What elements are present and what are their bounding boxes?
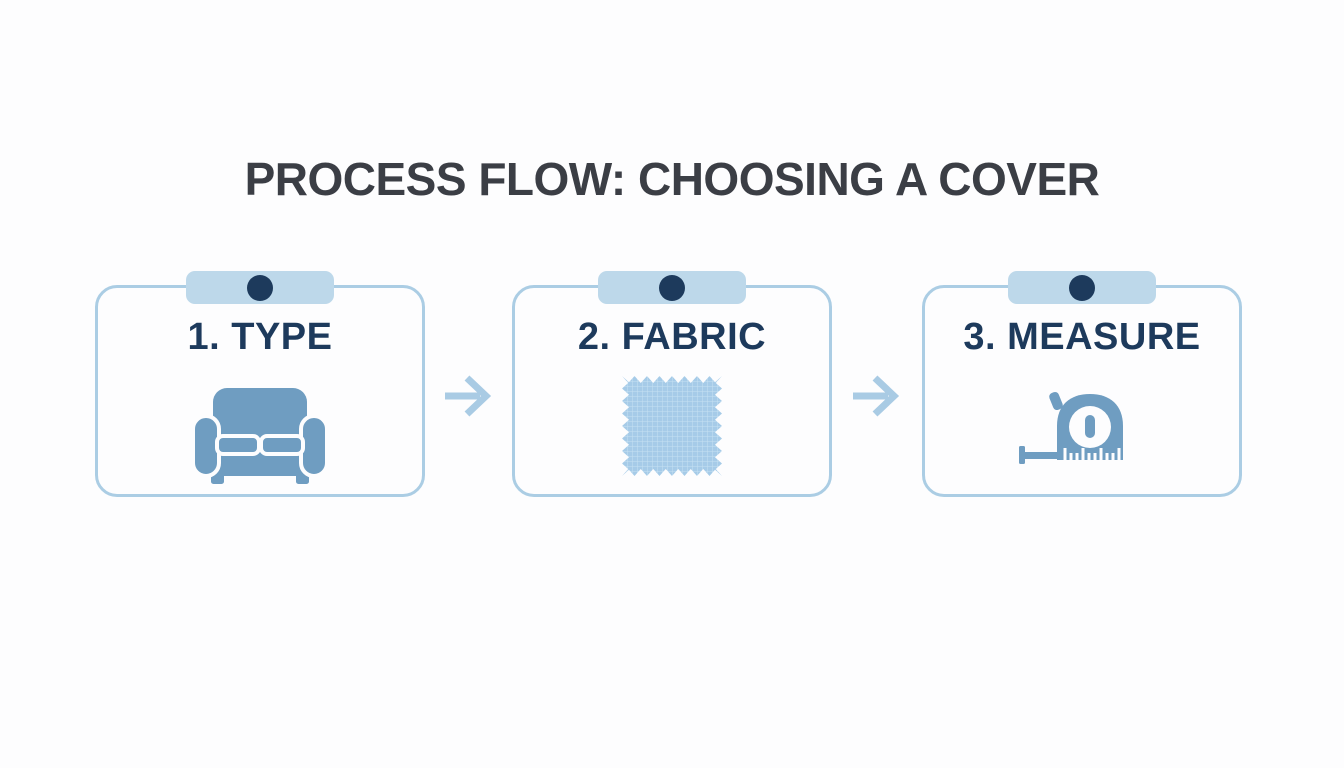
card-clip-tab [598, 271, 746, 304]
clip-dot [1069, 274, 1095, 301]
page-title: PROCESS FLOW: CHOOSING A COVER [244, 153, 1100, 205]
step-label: 1. TYPE [187, 316, 333, 358]
clip-dot [659, 274, 685, 301]
step-card-type: 1. TYPE [95, 271, 425, 497]
step-label: 2. FABRIC [577, 316, 767, 358]
sofa-icon [185, 386, 335, 491]
step-card-measure: 3. MEASURE [922, 271, 1242, 497]
card-clip-tab [186, 271, 334, 304]
right-arrow-icon [440, 368, 496, 429]
fabric-swatch-icon [622, 376, 722, 481]
right-arrow-icon [848, 368, 904, 429]
card-clip-tab [1008, 271, 1156, 304]
step-card-fabric: 2. FABRIC [512, 271, 832, 497]
clip-dot [247, 274, 273, 301]
tape-measure-icon [1017, 390, 1147, 481]
step-label: 3. MEASURE [963, 316, 1201, 358]
